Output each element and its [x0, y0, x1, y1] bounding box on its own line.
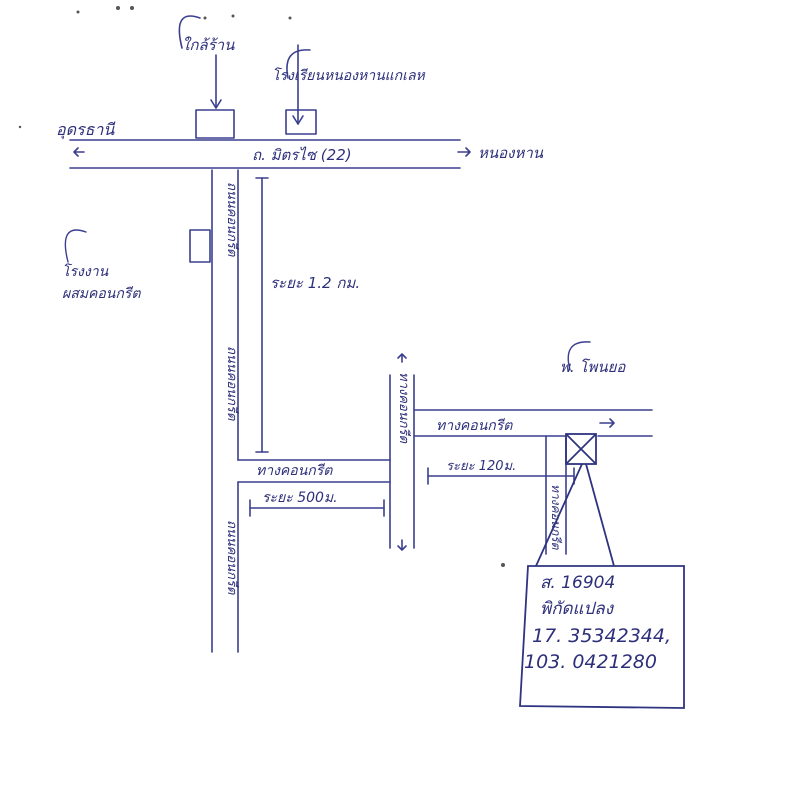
label-poi-2: โรงเรียนหนองหานแกเลห [272, 67, 426, 84]
label-concrete-3: ทางคอนกรีต [436, 418, 513, 434]
info-line-1: ส. 16904 [540, 573, 615, 593]
village-pointer [567, 341, 591, 371]
concrete-plant-marker [189, 229, 211, 263]
vertical-road-middle [389, 353, 415, 551]
plant-pointer [64, 229, 87, 263]
label-concrete-1: ทางคอนกรีต [256, 463, 333, 479]
label-distance-2: ระยะ 500ม. [262, 490, 338, 506]
distance-line-1 [255, 177, 269, 453]
concrete-road-right [413, 409, 653, 437]
label-v-road-3: ถนนคอนกรีต [224, 520, 240, 595]
label-v-road-1: ถนนคอนกรีต [224, 182, 240, 257]
info-line-2: พิกัดแปลง [540, 599, 615, 619]
plot-marker [535, 433, 615, 567]
label-udon: อุดรธานี [56, 120, 116, 140]
label-distance-3: ระยะ 120ม. [446, 459, 516, 474]
main-road [69, 139, 471, 169]
label-v-road-middle: ทางคอนกรีต [396, 372, 412, 443]
concrete-road-middle [237, 459, 391, 483]
scan-smudges [18, 6, 505, 567]
poi-buildings [178, 15, 317, 139]
info-line-3: 17. 35342344, [532, 625, 671, 647]
label-distance-1: ระยะ 1.2 กม. [270, 274, 360, 292]
distance-line-2 [249, 499, 385, 517]
label-village: พ. โพนยอ [560, 358, 626, 376]
label-poi-1: ใกล้ร้าน [182, 36, 235, 54]
label-main-road: ถ. มิตรไซ (22) [252, 146, 352, 164]
info-box [519, 565, 685, 709]
label-v-road-plot: ทางคอนกรีต [549, 484, 563, 551]
info-line-4: 103. 0421280 [524, 651, 657, 673]
label-nong-han: หนองหาน [478, 144, 544, 162]
vertical-road-left [211, 169, 239, 653]
label-plant-1: โรงงาน [62, 263, 109, 280]
label-plant-2: ผสมคอนกรีต [62, 286, 141, 302]
label-v-road-2: ถนนคอนกรีต [224, 346, 240, 421]
